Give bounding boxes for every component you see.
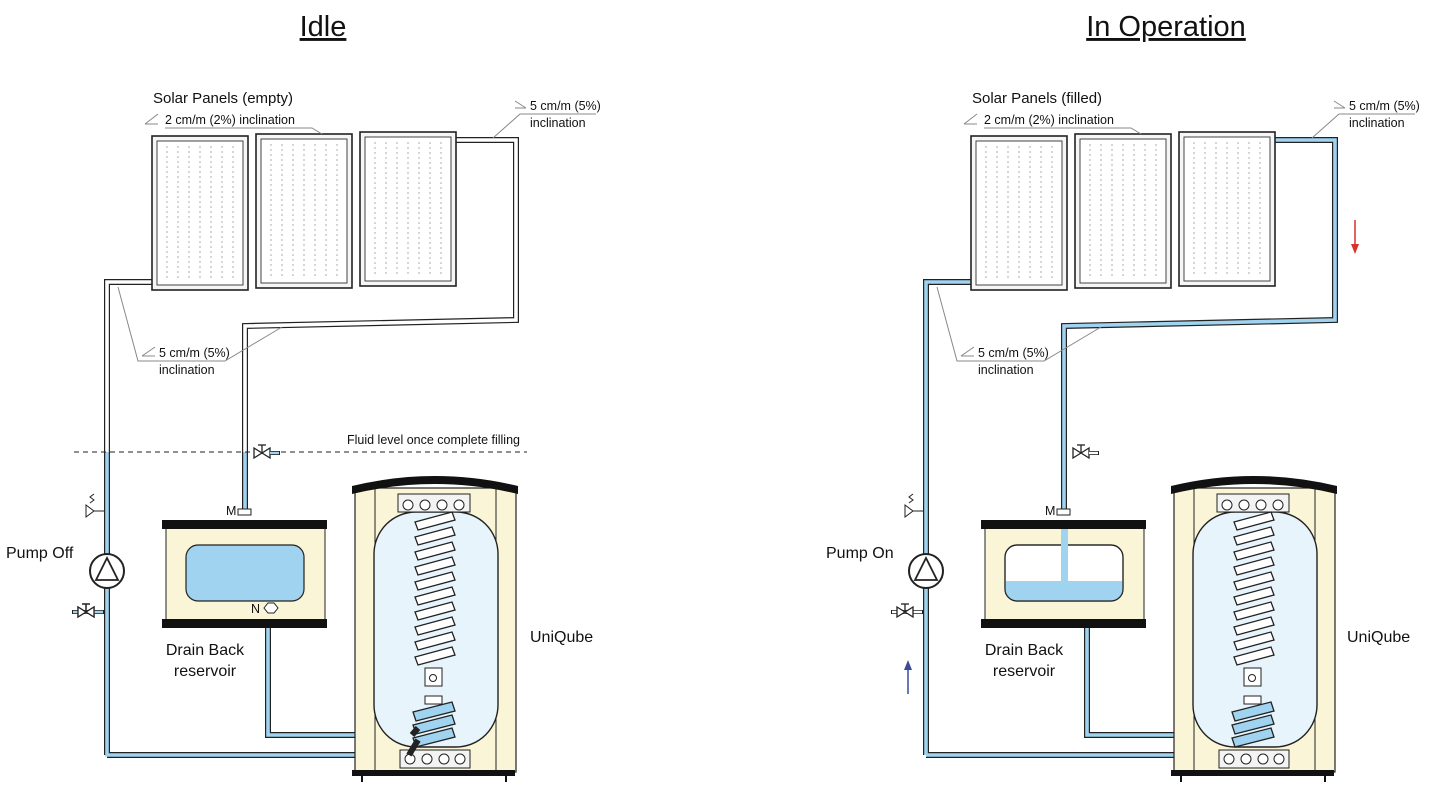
- panels-label: Solar Panels (filled): [972, 90, 1102, 107]
- panels-label: Solar Panels (empty): [153, 90, 293, 107]
- reservoir-label-line2: reservoir: [174, 663, 237, 680]
- port-m: M: [226, 504, 236, 518]
- solar-panels-empty: [151, 131, 457, 291]
- reservoir-label-line1: Drain Back: [985, 642, 1064, 659]
- lower-inclination-word: inclination: [159, 363, 215, 377]
- fluid-level-label: Fluid level once complete filling: [347, 433, 520, 447]
- lower-inclination-word: inclination: [978, 363, 1034, 377]
- pump-on-icon: [908, 553, 944, 589]
- pump-label: Pump On: [826, 545, 894, 562]
- operation-diagram: In Operation Solar Panels (filled) 2 cm/…: [826, 11, 1420, 783]
- uniqube-tank: [1170, 475, 1338, 783]
- lower-inclination-value: 5 cm/m (5%): [159, 346, 230, 360]
- operation-title: In Operation: [1086, 11, 1246, 43]
- tank-label: UniQube: [1347, 629, 1410, 646]
- uniqube-tank: [351, 475, 519, 783]
- reservoir-label-line2: reservoir: [993, 663, 1056, 680]
- fill-valve: [253, 444, 271, 459]
- top-right-inclination-word: inclination: [1349, 116, 1405, 130]
- top-right-inclination-value: 5 cm/m (5%): [1349, 99, 1420, 113]
- port-m: M: [1045, 504, 1055, 518]
- pump-label: Pump Off: [6, 545, 74, 562]
- lower-inclination-value: 5 cm/m (5%): [978, 346, 1049, 360]
- top-right-inclination-value: 5 cm/m (5%): [530, 99, 601, 113]
- pump-off-icon: [89, 553, 125, 589]
- drain-back-reservoir: M: [981, 504, 1146, 628]
- panels-inclination: 2 cm/m (2%) inclination: [984, 113, 1114, 127]
- flow-down-arrow-icon: [1351, 220, 1359, 254]
- port-n: N: [251, 602, 260, 616]
- idle-title: Idle: [300, 11, 347, 43]
- tank-label: UniQube: [530, 629, 593, 646]
- reservoir-label-line1: Drain Back: [166, 642, 245, 659]
- top-right-inclination-word: inclination: [530, 116, 586, 130]
- drain-valve: [896, 603, 914, 618]
- drain-back-reservoir: M N: [162, 504, 327, 628]
- fill-valve: [1072, 444, 1090, 459]
- panels-inclination: 2 cm/m (2%) inclination: [165, 113, 295, 127]
- flow-up-arrow-icon: [904, 660, 912, 694]
- idle-diagram: Idle Solar Panels (empty) 2 cm/m (2%) in…: [6, 11, 601, 783]
